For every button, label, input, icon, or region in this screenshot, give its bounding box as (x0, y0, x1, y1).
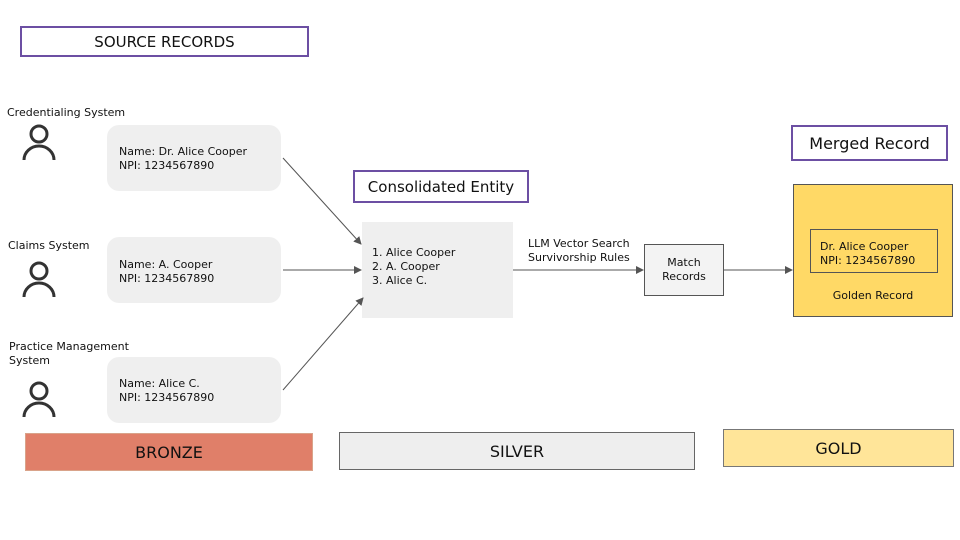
matching-rules-label: LLM Vector Search Survivorship Rules (528, 237, 630, 265)
silver-tier-label: SILVER (339, 432, 695, 470)
silver-tier-text: SILVER (489, 441, 545, 461)
consolidated-entity-title-text: Consolidated Entity (367, 177, 515, 196)
source-name: Name: Dr. Alice Cooper (119, 145, 247, 158)
credentialing-system-label: Credentialing System (7, 106, 126, 119)
source-name: Name: A. Cooper (119, 258, 213, 271)
rule-survivorship: Survivorship Rules (528, 251, 630, 264)
bronze-tier-label: BRONZE (25, 433, 313, 471)
source-card-credentialing: Name: Dr. Alice Cooper NPI: 1234567890 (107, 125, 281, 191)
entity-item-2: 2. A. Cooper (372, 260, 440, 273)
match-line-2: Records (662, 270, 706, 283)
person-icon-credentialing (22, 124, 56, 161)
golden-record-name: Dr. Alice Cooper (820, 240, 909, 253)
golden-record-card: Dr. Alice Cooper NPI: 1234567890 (810, 229, 938, 273)
source-records-title: SOURCE RECORDS (20, 26, 309, 57)
bronze-tier-text: BRONZE (135, 442, 203, 462)
entity-item-1: 1. Alice Cooper (372, 246, 456, 259)
gold-tier-text: GOLD (815, 438, 862, 458)
consolidated-entity-title: Consolidated Entity (353, 170, 529, 203)
consolidated-entity-box: 1. Alice Cooper 2. A. Cooper 3. Alice C. (362, 222, 513, 318)
source-npi: NPI: 1234567890 (119, 159, 215, 172)
golden-record-box: Dr. Alice Cooper NPI: 1234567890 Golden … (793, 184, 953, 317)
source-npi: NPI: 1234567890 (119, 391, 215, 404)
rule-llm-vector-search: LLM Vector Search (528, 237, 630, 250)
match-records-box: Match Records (644, 244, 724, 296)
person-icon-practice-management (22, 381, 56, 418)
source-card-practice-management: Name: Alice C. NPI: 1234567890 (107, 357, 281, 423)
practice-management-line-1: Practice Management (9, 340, 129, 353)
golden-record-npi: NPI: 1234567890 (820, 254, 916, 267)
practice-management-line-2: System (9, 354, 51, 367)
claims-system-label: Claims System (8, 239, 90, 252)
source-records-title-text: SOURCE RECORDS (94, 32, 235, 51)
entity-item-3: 3. Alice C. (372, 274, 428, 287)
match-line-1: Match (667, 256, 701, 269)
person-icon-claims (22, 261, 56, 298)
golden-record-caption: Golden Record (832, 289, 914, 302)
arrow-credentialing-to-entity (282, 157, 362, 245)
arrow-practice-to-entity (282, 297, 364, 391)
merged-record-title: Merged Record (791, 125, 948, 161)
source-npi: NPI: 1234567890 (119, 272, 215, 285)
source-name: Name: Alice C. (119, 377, 200, 390)
source-card-claims: Name: A. Cooper NPI: 1234567890 (107, 237, 281, 303)
practice-management-system-label: Practice Management System (9, 340, 129, 368)
merged-record-title-text: Merged Record (809, 133, 930, 153)
gold-tier-label: GOLD (723, 429, 954, 467)
